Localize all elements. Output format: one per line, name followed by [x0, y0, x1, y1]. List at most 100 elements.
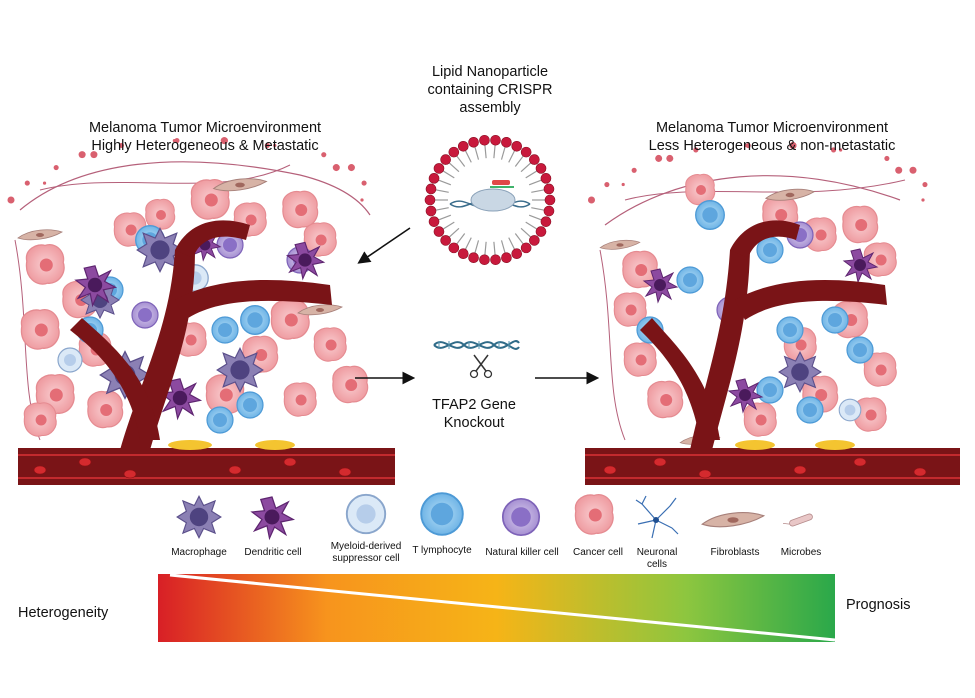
- macrophage-icon: [176, 495, 222, 539]
- exosome-dot: [694, 148, 698, 152]
- neuron-icon: [635, 495, 679, 539]
- fibroblast-cell: [213, 178, 267, 192]
- legend-label-neuronal: Neuronal cells: [636, 547, 678, 570]
- knockout-line1: TFAP2 Gene: [432, 397, 516, 413]
- exosome-dot: [839, 148, 843, 152]
- right-cancer-cells: [587, 142, 928, 437]
- lipid-head: [511, 248, 523, 260]
- cancer-cell: [332, 365, 369, 404]
- exosome-dot: [7, 196, 15, 204]
- crispr-assembly-icon: [449, 180, 531, 212]
- lipid-head: [520, 242, 532, 254]
- mdsc-icon: [345, 493, 387, 535]
- immune-cell: [796, 396, 824, 424]
- red-blood-cell: [603, 465, 617, 475]
- dendritic-cell: [843, 248, 878, 283]
- lipid-head: [520, 146, 532, 158]
- immune-cell: [838, 398, 862, 422]
- lipid-head: [479, 134, 490, 146]
- legend-label-dendritic: Dendritic cell: [244, 547, 302, 558]
- lipid-head: [535, 226, 547, 237]
- exosome-dot: [53, 165, 59, 171]
- nanoparticle-line3: assembly: [459, 100, 521, 117]
- immune-cell: [57, 347, 83, 373]
- exosome-dot: [273, 143, 277, 148]
- cancer-cell: [842, 205, 879, 244]
- left-title-line1: Melanoma Tumor Microenvironment: [88, 120, 322, 136]
- cancer-cell: [623, 342, 657, 377]
- lipid-head: [479, 254, 490, 266]
- red-blood-cell: [228, 465, 242, 475]
- exosome-dot: [745, 142, 751, 149]
- lipid-head: [448, 242, 460, 254]
- lipid-head: [440, 235, 451, 246]
- exosome-dot: [362, 181, 366, 185]
- exosome-dot: [631, 167, 637, 173]
- lipid-head: [535, 163, 547, 174]
- exosome-dot: [42, 181, 47, 185]
- exosome-dot: [347, 164, 355, 172]
- lipid-head: [490, 254, 501, 266]
- left-cancer-cells: [7, 137, 369, 437]
- exosome-dot: [321, 152, 327, 158]
- exosome-dot: [220, 137, 228, 145]
- immune-cell: [676, 266, 704, 294]
- heterogeneity-label: Heterogeneity: [18, 605, 109, 621]
- lipid-head: [433, 163, 445, 174]
- immune-cell: [695, 200, 725, 230]
- cancer-cell: [283, 382, 317, 417]
- knockout-line2: Knockout: [443, 415, 505, 432]
- exosome-dot: [174, 138, 180, 144]
- lipid-nanoparticle: [424, 134, 556, 266]
- legend-label-fibroblasts: Fibroblasts: [710, 547, 760, 558]
- dna-scissors-icon: [433, 340, 520, 379]
- heterogeneity-prognosis-bar: [158, 573, 836, 642]
- immune-cell: [846, 336, 874, 364]
- exosome-dot: [264, 142, 270, 148]
- exosome-dot: [360, 198, 364, 202]
- lipid-head: [543, 183, 555, 195]
- lipid-head: [433, 226, 445, 237]
- exosome-dot: [655, 154, 663, 162]
- lipid-head: [544, 194, 556, 206]
- exosome-dot: [332, 164, 340, 172]
- lipid-head: [529, 154, 540, 165]
- fibroblast-cell: [17, 229, 63, 241]
- lipid-head: [425, 205, 437, 217]
- dendritic-cell-icon: [251, 496, 294, 539]
- left-title-line2: Highly Heterogeneous & Metastatic: [91, 138, 319, 155]
- nanoparticle-line1: Lipid Nanoparticle: [431, 64, 549, 80]
- legend-label-macrophage: Macrophage: [171, 547, 227, 558]
- lipid-head: [490, 134, 501, 146]
- legend-label-microbes: Microbes: [780, 547, 822, 558]
- lipid-head: [457, 140, 469, 152]
- exosome-dot: [884, 155, 890, 161]
- lipid-head: [511, 140, 523, 152]
- cancer-cell: [270, 299, 310, 340]
- exosome-dot: [895, 166, 903, 174]
- exosome-dot: [789, 142, 797, 150]
- lipid-head: [425, 183, 437, 195]
- exosome-dot: [923, 182, 927, 187]
- lipid-head: [540, 216, 552, 227]
- immune-cell: [756, 376, 784, 404]
- exosome-dot: [90, 151, 98, 159]
- red-blood-cell: [123, 469, 137, 479]
- left-tumor-panel: [7, 137, 395, 485]
- t-lymphocyte-icon: [420, 492, 464, 536]
- exosome-dot: [24, 180, 30, 186]
- immune-cell: [236, 391, 264, 419]
- lipid-head: [468, 136, 479, 148]
- legend-label-mdsc: Myeloid-derived suppressor cell: [330, 541, 402, 564]
- lipid-head: [501, 136, 512, 148]
- red-blood-cell: [338, 467, 352, 477]
- knockout-label: TFAP2 Gene Knockout: [404, 396, 544, 432]
- red-blood-cell: [653, 457, 667, 467]
- immune-cell: [206, 406, 234, 434]
- prognosis-label: Prognosis: [846, 597, 911, 613]
- exosome-dot: [621, 182, 625, 187]
- immune-cell: [776, 316, 804, 344]
- cancer-cell: [743, 402, 777, 437]
- red-blood-cell: [78, 457, 92, 467]
- legend-label-cancer: Cancer cell: [572, 547, 624, 558]
